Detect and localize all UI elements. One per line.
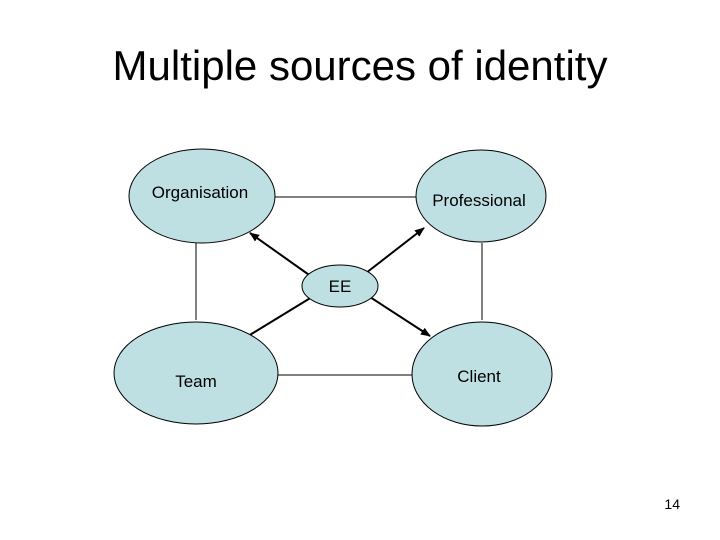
arrow-ee-to-team bbox=[239, 296, 313, 342]
node-client-label: Client bbox=[457, 367, 501, 386]
slide-title: Multiple sources of identity bbox=[112, 42, 608, 89]
node-organisation: Organisation bbox=[128, 148, 276, 244]
node-professional-label: Professional bbox=[432, 191, 526, 210]
node-organisation-label: Organisation bbox=[152, 183, 248, 202]
node-team: Team bbox=[113, 321, 279, 425]
node-team-label: Team bbox=[175, 372, 217, 391]
node-ee-label: EE bbox=[329, 277, 352, 296]
node-ee: EE bbox=[301, 264, 379, 308]
node-client: Client bbox=[411, 321, 553, 427]
page-number: 14 bbox=[664, 496, 680, 512]
arrow-ee-to-organisation bbox=[249, 232, 313, 278]
node-professional: Professional bbox=[415, 149, 547, 243]
arrow-ee-to-client bbox=[369, 296, 431, 337]
arrow-ee-to-professional bbox=[365, 227, 425, 274]
